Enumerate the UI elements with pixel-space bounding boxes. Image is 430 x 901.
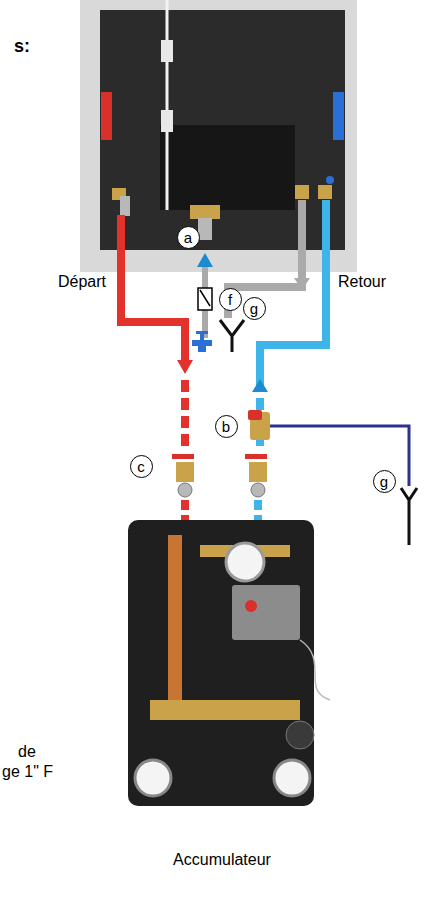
brass-manifold [150, 700, 300, 720]
return-pipe [260, 200, 326, 392]
callout-circle: c [130, 455, 153, 478]
pressure-gauge [226, 543, 264, 581]
safety-valve [248, 410, 262, 420]
supply-pipe-dashed [181, 380, 189, 446]
valve-cap [178, 483, 192, 497]
valve-handle [172, 454, 194, 459]
copper-pipe [168, 535, 182, 700]
callout-circle: g [243, 297, 266, 320]
sensor-wire [300, 640, 330, 700]
heading-fragment: s: [14, 36, 30, 58]
fitting [295, 185, 309, 199]
fitting [120, 196, 130, 216]
callout-letter: c [137, 459, 145, 474]
pump-button [245, 600, 257, 612]
return-pipe-dashed [256, 398, 264, 412]
check-valve-symbol [198, 288, 212, 310]
fitting [326, 176, 334, 184]
valve-handle [245, 454, 267, 459]
valve-cap [251, 483, 265, 497]
boiler-chamber [160, 125, 295, 210]
cold-marker [333, 92, 344, 140]
check-valve-symbol [200, 290, 210, 306]
flow-arrow [197, 253, 213, 267]
supply-pipe-dashed [181, 500, 189, 522]
tap-symbol [192, 331, 212, 352]
flow-label: Retour [338, 272, 386, 291]
flow-arrow [294, 278, 310, 290]
callout-letter: b [222, 419, 230, 434]
fitting [318, 185, 332, 199]
component-label: Accumulateur [173, 850, 271, 869]
return-pipe-dashed [256, 440, 264, 446]
thermometer [274, 760, 310, 796]
flow-label: Départ [58, 272, 106, 291]
callout-circle: a [177, 226, 200, 249]
flow-label: ge 1" F [2, 762, 53, 781]
callout-circle: g [373, 470, 396, 493]
callout-letter: g [250, 301, 258, 316]
mixing-valve [286, 721, 314, 749]
callout-circle: b [215, 415, 238, 438]
flow-label: de [18, 742, 36, 761]
drain-funnel [220, 320, 244, 352]
manifold [190, 205, 220, 219]
hot-marker [101, 92, 112, 140]
callout-letter: a [184, 230, 192, 245]
flow-arrow [177, 360, 193, 374]
tape [161, 40, 173, 62]
valve-body [249, 462, 267, 482]
cable [166, 0, 169, 210]
return-pipe-dashed [254, 500, 262, 522]
manifold [198, 218, 212, 240]
valve-body [176, 462, 194, 482]
callout-letter: g [380, 474, 388, 489]
boiler-interior [100, 10, 345, 250]
ball-valve [172, 454, 267, 497]
drain-funnel [401, 488, 417, 545]
supply-pipe [121, 215, 185, 360]
circulator-pump [232, 585, 300, 640]
thermometer [135, 760, 171, 796]
callout-letter: f [228, 292, 232, 307]
tape [161, 110, 173, 132]
flow-arrow [252, 379, 268, 392]
pump-station-insulation [128, 520, 314, 806]
callout-circle: f [219, 288, 242, 311]
